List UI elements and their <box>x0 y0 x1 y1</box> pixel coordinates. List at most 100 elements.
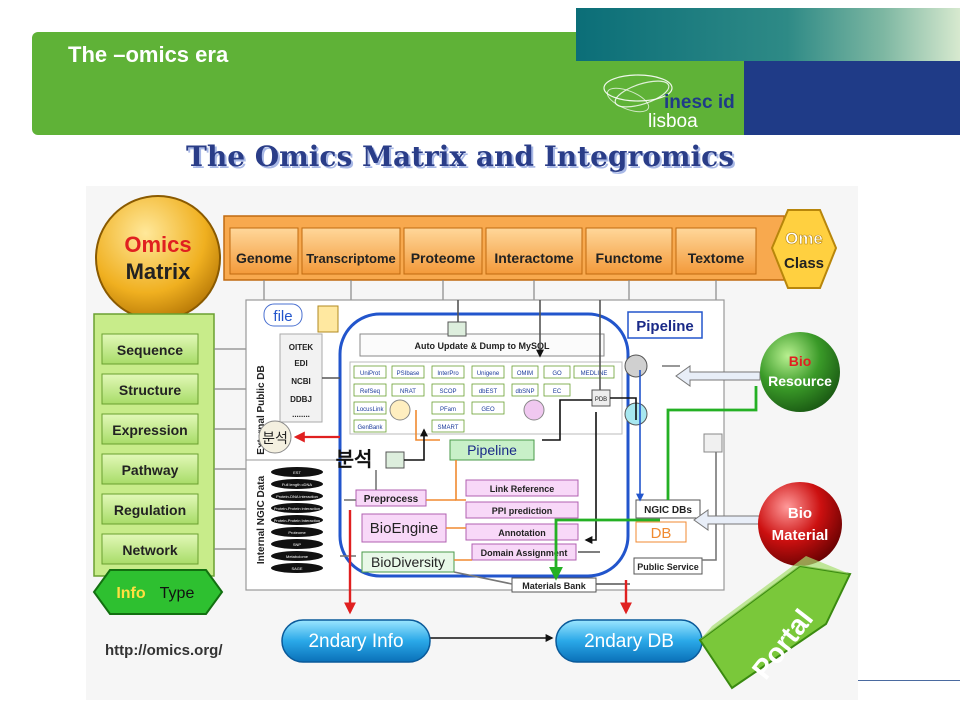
info-type-pathway: Pathway <box>101 453 199 485</box>
svg-text:Pathway: Pathway <box>122 462 179 478</box>
svg-text:Sequence: Sequence <box>117 342 183 358</box>
svg-text:Link Reference: Link Reference <box>490 484 555 494</box>
internal-data-stack: EST Full length cDNA Protein-DNA interac… <box>271 467 323 573</box>
svg-text:Bio: Bio <box>788 505 812 522</box>
ome-tab-transcriptome: Transcriptome <box>301 227 401 275</box>
biodiversity-box: BioDiversity <box>361 551 455 573</box>
slide-title: The –omics era <box>68 42 229 67</box>
svg-text:Bio: Bio <box>789 353 812 369</box>
svg-text:Public Service: Public Service <box>637 562 699 572</box>
omics-matrix-line1: Omics <box>124 232 191 257</box>
svg-text:OITEK: OITEK <box>289 343 314 352</box>
svg-text:SAGE: SAGE <box>291 566 302 571</box>
info-type-expression: Expression <box>101 413 199 445</box>
ome-class-line2: Class <box>784 255 824 272</box>
pdb-label: PDB <box>595 397 607 403</box>
svg-text:Protein-Protein Interaction: Protein-Protein Interaction <box>274 518 320 523</box>
external-db-label: External Public DB <box>256 365 267 454</box>
logo-text-inesc: inesc id <box>664 92 735 113</box>
svg-text:DDBJ: DDBJ <box>290 395 312 404</box>
svg-text:Material: Material <box>772 527 829 544</box>
svg-text:Network: Network <box>122 542 177 558</box>
secondary-info-pill: 2ndary Info <box>281 619 431 663</box>
svg-text:PSIbase: PSIbase <box>397 371 420 377</box>
svg-text:SMART: SMART <box>438 425 459 431</box>
svg-text:........: ........ <box>292 410 310 419</box>
svg-text:NCBI: NCBI <box>291 377 311 386</box>
ome-tab-proteome: Proteome <box>403 227 483 275</box>
svg-text:GO: GO <box>552 371 562 377</box>
omics-matrix-line2: Matrix <box>126 259 192 284</box>
svg-text:Transcriptome: Transcriptome <box>306 251 396 266</box>
svg-text:BioEngine: BioEngine <box>370 520 438 537</box>
ome-tab-interactome: Interactome <box>485 227 583 275</box>
svg-text:BioDiversity: BioDiversity <box>371 554 445 570</box>
ome-class-badge: Ome Class <box>770 209 838 289</box>
svg-text:NGIC DBs: NGIC DBs <box>644 505 692 516</box>
svg-text:RefSeq: RefSeq <box>360 389 380 395</box>
info-type-regulation: Regulation <box>101 493 199 525</box>
bunseok-large-label: 분석 <box>336 447 373 471</box>
svg-text:SNP: SNP <box>293 542 302 547</box>
bio-material-sphere: Bio Material <box>758 482 842 566</box>
svg-text:dbEST: dbEST <box>479 389 498 395</box>
ome-tab-textome: Textome <box>675 227 757 275</box>
info-type-structure: Structure <box>101 373 199 405</box>
svg-text:Resource: Resource <box>768 373 832 389</box>
svg-text:SCOP: SCOP <box>439 389 456 395</box>
external-db-list: OITEK EDI NCBI DDBJ ........ <box>289 343 314 419</box>
db-box: DB <box>635 521 687 543</box>
footer-divider <box>858 680 960 681</box>
svg-text:LocusLink: LocusLink <box>356 407 384 413</box>
diagram-title: The Omics Matrix and Integromics <box>186 140 734 173</box>
svg-text:dbSNP: dbSNP <box>515 389 534 395</box>
pipeline-mid: Pipeline <box>449 439 535 461</box>
ome-row: Genome Transcriptome Proteome Interactom… <box>229 227 757 275</box>
svg-text:Functome: Functome <box>596 250 663 266</box>
svg-text:Proteome: Proteome <box>411 250 476 266</box>
svg-text:Protein-Protein interaction: Protein-Protein interaction <box>274 506 320 511</box>
omics-matrix-badge: Omics Matrix <box>95 195 221 321</box>
auto-update-label: Auto Update & Dump to MySQL <box>415 341 550 351</box>
logo-text-lisboa: lisboa <box>648 111 698 132</box>
svg-text:UniProt: UniProt <box>360 371 380 377</box>
svg-text:Full length cDNA: Full length cDNA <box>282 482 312 487</box>
ngic-dbs-box: NGIC DBs <box>635 499 701 519</box>
svg-text:GenBank: GenBank <box>357 425 383 431</box>
svg-text:Unigene: Unigene <box>477 371 500 377</box>
info-type-network: Network <box>101 533 199 565</box>
pipeline-top: Pipeline <box>627 311 703 339</box>
svg-text:Protein-DNA interaction: Protein-DNA interaction <box>276 494 318 499</box>
header-navy-block <box>744 61 960 135</box>
svg-text:PFam: PFam <box>440 407 456 413</box>
svg-text:Materials Bank: Materials Bank <box>522 581 587 591</box>
info-type-badge: Info Type <box>92 569 224 615</box>
svg-text:Domain Assignment: Domain Assignment <box>481 548 568 558</box>
secondary-db-pill: 2ndary DB <box>555 619 703 663</box>
svg-text:EST: EST <box>293 470 301 475</box>
svg-text:Regulation: Regulation <box>114 502 186 518</box>
svg-text:NRAT: NRAT <box>400 389 416 395</box>
svg-text:EC: EC <box>553 389 562 395</box>
svg-text:Expression: Expression <box>112 422 187 438</box>
info-type-word1: Info <box>116 585 146 602</box>
svg-text:DB: DB <box>651 525 672 542</box>
inesc-logo-icon <box>603 74 673 113</box>
ome-tab-functome: Functome <box>585 227 673 275</box>
svg-text:InterPro: InterPro <box>437 371 459 377</box>
analysis-boxes: Link Reference PPI prediction Annotation… <box>465 479 579 561</box>
preprocess-box: Preprocess <box>355 489 427 507</box>
document-icon <box>317 305 339 333</box>
svg-text:file: file <box>273 308 292 325</box>
svg-text:GEO: GEO <box>481 407 495 413</box>
ome-tab-genome: Genome <box>229 227 299 275</box>
svg-text:Pipeline: Pipeline <box>467 442 517 458</box>
svg-text:Proteome: Proteome <box>288 530 306 535</box>
svg-text:Textome: Textome <box>688 250 745 266</box>
internal-data-label: Internal NGIC Data <box>256 475 267 564</box>
info-type-sequence: Sequence <box>101 333 199 365</box>
bunseok-small-badge: 분석 <box>258 420 292 454</box>
bioengine-box: BioEngine <box>361 513 447 543</box>
